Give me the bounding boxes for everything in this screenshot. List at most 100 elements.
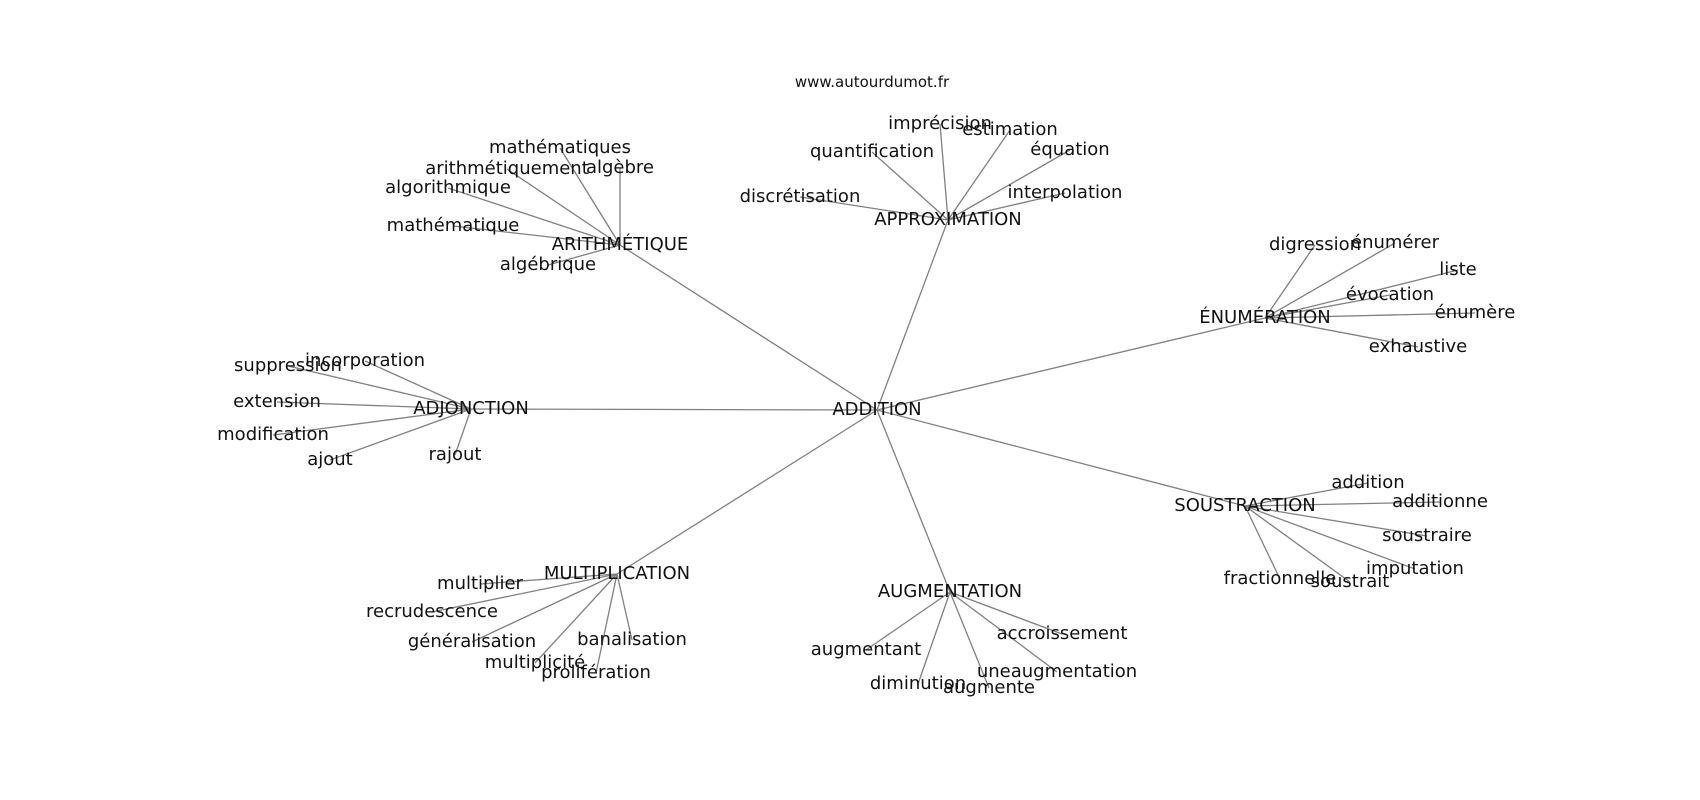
leaf-word-label: augmentant: [811, 639, 921, 660]
edge-multiplication-leaf: [595, 573, 618, 674]
leaf-word-label: énumérer: [1351, 232, 1440, 253]
hub-word-approximation: APPROXIMATION: [874, 209, 1022, 230]
edge-augmentation-leaf: [917, 591, 951, 685]
edge-augmentation-leaf: [949, 591, 1058, 673]
leaf-word-label: algébrique: [500, 254, 596, 275]
hub-word-soustraction: SOUSTRACTION: [1174, 495, 1315, 516]
leaf-word-label: prolifération: [541, 662, 651, 683]
edge-center-approximation: [876, 219, 949, 411]
edge-center-arithmetique: [619, 244, 878, 411]
leaf-word-label: addition: [1331, 472, 1404, 493]
leaf-word-label: multiplier: [437, 573, 524, 594]
edge-adjonction-leaf: [329, 408, 472, 461]
leaf-word-label: recrudescence: [366, 601, 498, 622]
edge-soustraction-leaf: [1244, 482, 1369, 507]
leaf-word-label: banalisation: [577, 629, 687, 650]
edge-soustraction-leaf: [1244, 505, 1416, 570]
hub-word-enumeration: ÉNUMÉRATION: [1199, 306, 1331, 328]
edge-center-augmentation: [876, 409, 951, 593]
hub-word-augmentation: AUGMENTATION: [878, 581, 1022, 602]
hub-word-arithmetique: ARITHMÉTIQUE: [552, 233, 689, 255]
leaf-word-label: diminution: [870, 673, 966, 694]
edge-adjonction-leaf: [454, 408, 472, 456]
edge-multiplication-leaf: [479, 573, 618, 585]
edge-augmentation-leaf: [949, 591, 990, 689]
edge-enumeration-leaf: [1264, 312, 1476, 319]
leaf-word-label: modification: [217, 424, 329, 445]
edge-arithmetique-leaf: [506, 168, 621, 246]
edge-augmentation-leaf: [865, 591, 951, 651]
edge-center-soustraction: [876, 409, 1246, 507]
leaf-word-label: accroissement: [997, 623, 1128, 644]
edge-center-multiplication: [616, 409, 878, 575]
edge-soustraction-leaf: [1244, 505, 1351, 583]
leaf-word-label: généralisation: [408, 631, 536, 652]
edge-multiplication-leaf: [471, 573, 618, 643]
leaf-word-label: additionne: [1392, 491, 1488, 512]
leaf-word-label: exhaustive: [1369, 336, 1467, 357]
leaf-word-label: arithmétiquement: [425, 158, 589, 179]
center-word: ADDITION: [832, 399, 921, 420]
leaf-word-label: interpolation: [1008, 182, 1123, 203]
edge-approximation-leaf: [947, 129, 1011, 221]
leaf-word-label: mathématique: [387, 215, 520, 236]
leaf-word-label: extension: [233, 391, 321, 412]
edge-arithmetique-leaf: [547, 244, 621, 266]
edge-center-enumeration: [876, 317, 1266, 411]
leaf-word-label: discrétisation: [740, 186, 861, 207]
leaf-word-label: digression: [1269, 234, 1361, 255]
leaf-word-label: énumère: [1435, 302, 1516, 323]
leaf-word-label: fractionnelle: [1224, 568, 1337, 589]
leaf-word-label: algorithmique: [385, 177, 511, 198]
edge-approximation-leaf: [799, 196, 949, 221]
leaf-word-label: soustrait: [1311, 571, 1390, 592]
leaf-word-label: soustraire: [1382, 525, 1472, 546]
edge-soustraction-leaf: [1244, 501, 1441, 507]
edge-enumeration-leaf: [1264, 269, 1459, 319]
leaf-word-label: imprécision: [888, 113, 992, 134]
edge-adjonction-leaf: [364, 360, 472, 410]
edge-approximation-leaf: [871, 151, 949, 221]
edge-adjonction-leaf: [287, 365, 472, 410]
source-watermark: www.autourdumot.fr: [795, 73, 950, 91]
edge-approximation-leaf: [947, 192, 1066, 221]
edge-multiplication-leaf: [431, 573, 618, 613]
leaf-word-label: multiplicité: [485, 652, 585, 673]
edge-arithmetique-leaf: [559, 147, 621, 246]
leaf-word-label: mathématiques: [489, 137, 631, 158]
leaf-word-label: estimation: [962, 119, 1058, 140]
hub-word-adjonction: ADJONCTION: [413, 398, 529, 419]
edge-augmentation-leaf: [949, 591, 1063, 635]
leaf-word-label: quantification: [810, 141, 934, 162]
edge-approximation-leaf: [947, 149, 1071, 221]
edge-arithmetique-leaf: [452, 225, 621, 246]
edge-enumeration-leaf: [1264, 317, 1419, 348]
leaf-word-label: liste: [1439, 259, 1477, 280]
leaf-word-label: suppression: [234, 355, 342, 376]
edge-enumeration-leaf: [1264, 294, 1391, 319]
leaf-word-label: ajout: [307, 449, 353, 470]
edges-layer: [272, 123, 1476, 689]
edge-multiplication-leaf: [534, 573, 618, 664]
hub-word-multiplication: MULTIPLICATION: [544, 563, 690, 584]
leaf-word-label: algèbre: [586, 157, 654, 178]
leaf-word-label: rajout: [429, 444, 482, 465]
edge-multiplication-leaf: [616, 573, 633, 641]
leaf-word-label: équation: [1030, 139, 1109, 160]
edge-adjonction-leaf: [276, 401, 472, 410]
edge-approximation-leaf: [939, 123, 949, 221]
leaf-word-label: augmente: [943, 677, 1035, 698]
edge-soustraction-leaf: [1244, 505, 1281, 580]
leaf-word-label: uneaugmentation: [977, 661, 1137, 682]
leaf-word-label: évocation: [1346, 284, 1434, 305]
leaf-word-label: incorporation: [305, 350, 425, 371]
edge-arithmetique-leaf: [447, 187, 621, 246]
leaf-word-label: imputation: [1366, 558, 1464, 579]
edge-center-adjonction: [470, 408, 878, 411]
edge-soustraction-leaf: [1244, 505, 1428, 537]
edge-enumeration-leaf: [1264, 242, 1396, 319]
edge-enumeration-leaf: [1264, 244, 1316, 319]
